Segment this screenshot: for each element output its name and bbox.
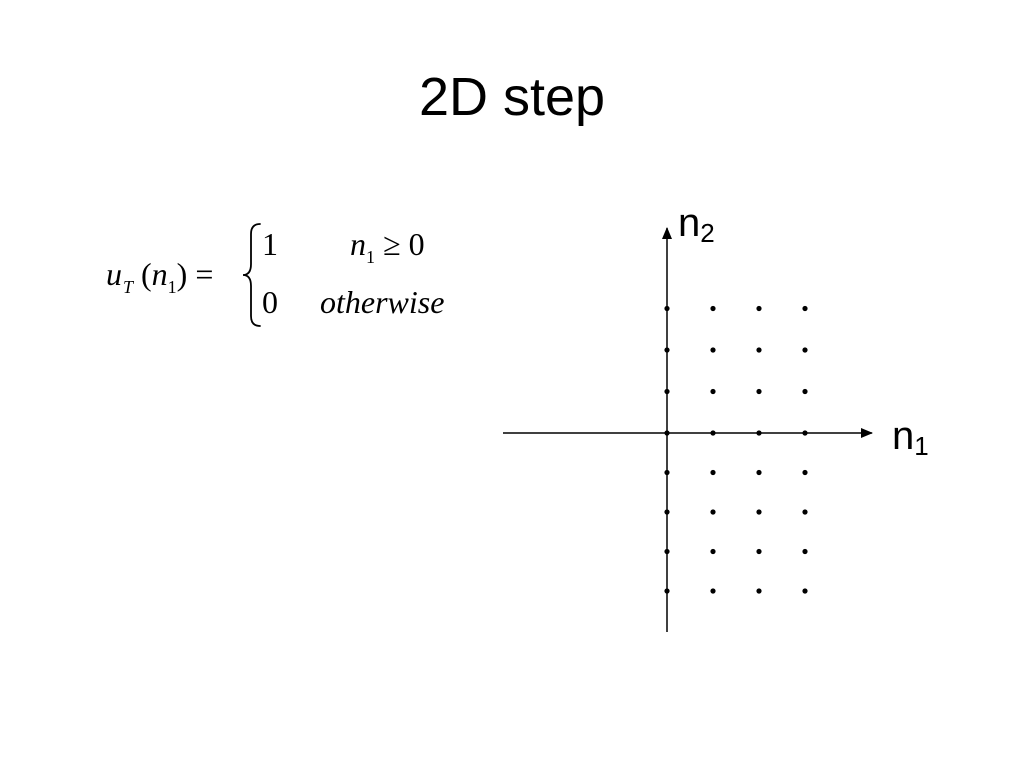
- lattice-point: [664, 548, 670, 555]
- lattice-point: [756, 469, 762, 476]
- lattice-point: [756, 347, 762, 353]
- case1-condition: n1 ≥ 0: [350, 226, 425, 266]
- lattice-point: [710, 509, 716, 515]
- lattice-point: [756, 548, 762, 555]
- horizontal-axis-label: n1: [892, 414, 929, 459]
- formula-close-equals: ) =: [176, 256, 214, 292]
- horizontal-axis-label-subscript: 1: [914, 431, 929, 461]
- lattice-point: [710, 347, 716, 353]
- lattice-point: [756, 430, 762, 436]
- vertical-axis-label-subscript: 2: [700, 218, 715, 248]
- lattice-point: [710, 548, 716, 555]
- case1-value: 1: [262, 226, 278, 262]
- slide-title: 2D step: [418, 67, 606, 127]
- lattice-point: [710, 588, 716, 594]
- lattice-point: [756, 588, 762, 594]
- lattice-points: [664, 305, 808, 594]
- formula-function-subscript: T: [123, 277, 134, 297]
- lattice-point: [710, 469, 716, 476]
- lattice-point: [756, 509, 762, 515]
- lattice-point: [802, 388, 808, 395]
- formula-lhs: uT (n1) =: [106, 256, 214, 296]
- lattice-point: [710, 305, 716, 312]
- case2-value: 0: [262, 284, 278, 320]
- lattice-point: [710, 388, 716, 395]
- formula-variable-subscript: 1: [167, 277, 177, 297]
- case2-condition: otherwise: [320, 284, 445, 320]
- horizontal-axis-label-main: n: [892, 414, 915, 458]
- lattice-point: [664, 469, 670, 476]
- case1-condition-variable: n: [350, 226, 366, 262]
- lattice-point: [664, 347, 670, 353]
- formula-function-name: u: [106, 256, 122, 292]
- lattice-point: [664, 588, 670, 594]
- lattice-point: [756, 305, 762, 312]
- vertical-axis-label: n2: [678, 201, 715, 246]
- lattice-point: [802, 588, 808, 594]
- lattice-point: [802, 469, 808, 476]
- vertical-axis-label-main: n: [678, 201, 701, 245]
- lattice-point: [802, 347, 808, 353]
- left-brace-icon: [242, 223, 261, 327]
- formula-variable: n: [151, 256, 168, 292]
- lattice-point: [664, 388, 670, 395]
- lattice-point: [664, 430, 670, 436]
- lattice-point: [710, 430, 716, 436]
- lattice-point: [802, 430, 808, 436]
- case1-condition-rest: ≥ 0: [375, 226, 425, 262]
- lattice-point: [664, 509, 670, 515]
- formula-open-paren: (: [133, 256, 152, 292]
- step-formula: uT (n1) = 1 n1 ≥ 0 0 otherwise: [0, 0, 480, 340]
- lattice-point: [802, 305, 808, 312]
- lattice-point: [802, 509, 808, 515]
- lattice-point: [756, 388, 762, 395]
- lattice-point: [802, 548, 808, 555]
- case1-condition-subscript: 1: [366, 247, 375, 267]
- lattice-point: [664, 305, 670, 312]
